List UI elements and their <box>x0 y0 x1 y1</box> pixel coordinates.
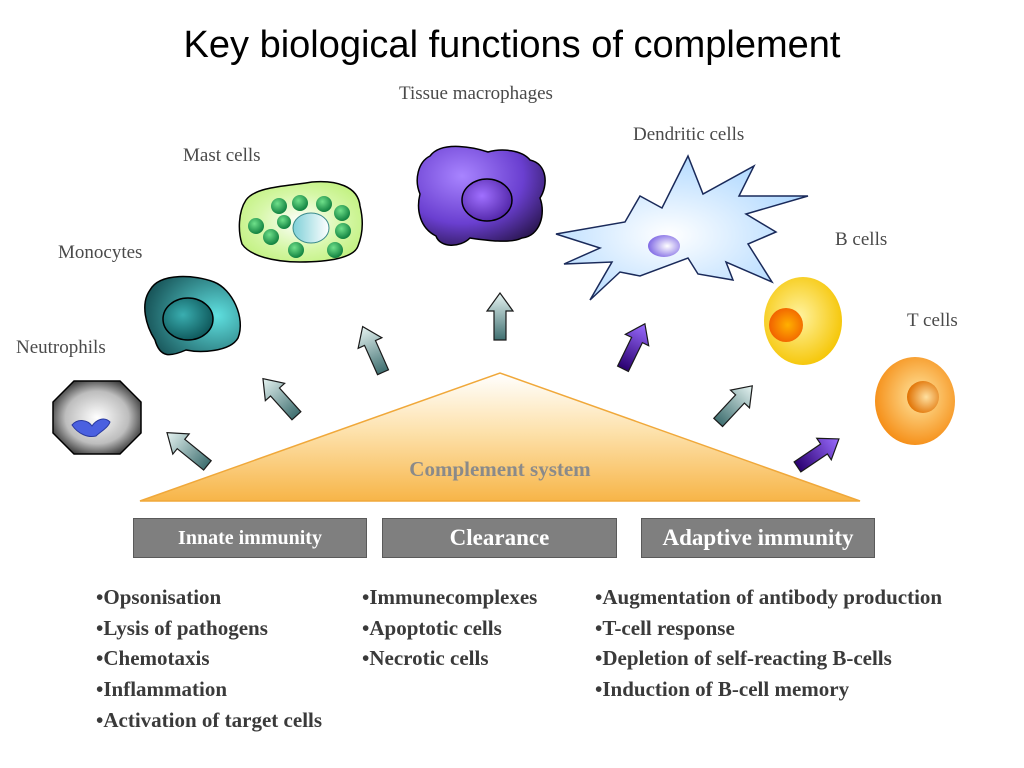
tissue-macrophage-icon <box>416 145 546 246</box>
innate-functions-list: Opsonisation Lysis of pathogens Chemotax… <box>96 582 322 735</box>
list-item: T-cell response <box>595 613 942 644</box>
dendritic-cell-icon <box>555 154 809 301</box>
label-mast-cells: Mast cells <box>183 145 261 166</box>
list-item: Lysis of pathogens <box>96 613 322 644</box>
list-item: Induction of B-cell memory <box>595 674 942 705</box>
label-monocytes: Monocytes <box>58 242 143 263</box>
adaptive-functions-list: Augmentation of antibody production T-ce… <box>595 582 942 705</box>
list-item: Activation of target cells <box>96 705 322 736</box>
list-item: Necrotic cells <box>362 643 537 674</box>
page-title: Key biological functions of complement <box>183 24 841 66</box>
list-item: Immunecomplexes <box>362 582 537 613</box>
arrow-to-dendritic-cells <box>616 322 650 373</box>
list-item: Depletion of self-reacting B-cells <box>595 643 942 674</box>
arrow-to-t-cells <box>793 437 840 473</box>
category-innate-immunity: Innate immunity <box>133 518 367 558</box>
neutrophil-icon <box>52 380 142 455</box>
category-clearance: Clearance <box>382 518 617 558</box>
list-item: Chemotaxis <box>96 643 322 674</box>
b-cell-icon <box>764 277 842 365</box>
monocyte-icon <box>144 275 242 356</box>
list-item: Apoptotic cells <box>362 613 537 644</box>
arrow-to-neutrophils <box>166 432 213 471</box>
arrow-to-monocytes <box>262 377 302 421</box>
t-cell-icon <box>875 357 955 445</box>
list-item: Augmentation of antibody production <box>595 582 942 613</box>
arrow-to-tissue-macrophages <box>485 291 515 341</box>
label-neutrophils: Neutrophils <box>16 337 106 358</box>
clearance-functions-list: Immunecomplexes Apoptotic cells Necrotic… <box>362 582 537 674</box>
label-t-cells: T cells <box>907 310 958 331</box>
category-adaptive-immunity: Adaptive immunity <box>641 518 875 558</box>
list-item: Opsonisation <box>96 582 322 613</box>
arrow-to-mast-cells <box>357 325 390 376</box>
label-dendritic-cells: Dendritic cells <box>633 124 745 145</box>
label-b-cells: B cells <box>835 229 888 250</box>
list-item: Inflammation <box>96 674 322 705</box>
complement-system-triangle <box>139 372 861 502</box>
label-tissue-macrophages: Tissue macrophages <box>399 83 553 104</box>
arrow-to-b-cells <box>712 385 753 428</box>
complement-system-label: Complement system <box>409 457 591 481</box>
mast-cell-icon <box>238 180 363 263</box>
